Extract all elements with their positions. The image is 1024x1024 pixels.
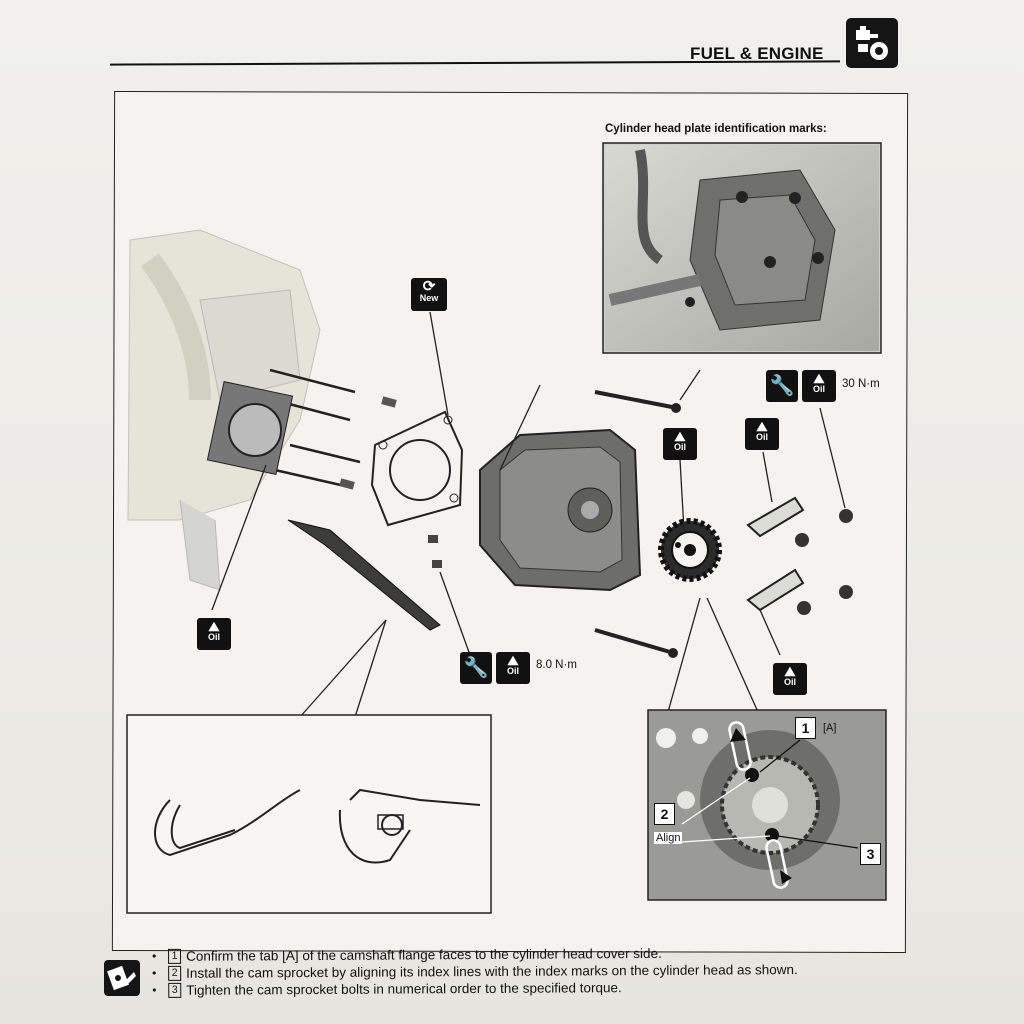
wrench-icon: 🔧 — [766, 370, 798, 402]
oil-can-icon: ⛰ Oil — [802, 370, 836, 402]
callout-3: 3 — [860, 843, 881, 865]
plate-photo-inset — [602, 142, 882, 354]
wrench-icon: 🔧 — [460, 652, 492, 684]
chain-guide-detail-inset — [126, 714, 492, 914]
callout-1: 1 — [795, 717, 816, 739]
note-number: 3 — [168, 982, 182, 998]
oil-can-icon: ⛰ Oil — [663, 428, 697, 460]
bullet-icon: • — [152, 982, 157, 997]
note-number: 2 — [168, 965, 182, 981]
bullet-icon: • — [152, 948, 157, 963]
note-number: 1 — [168, 948, 182, 964]
sprocket-alignment-inset — [647, 709, 887, 901]
torque-value-lower: 8.0 N·m — [536, 659, 577, 671]
nuts — [795, 509, 853, 615]
oil-can-icon: ⛰ Oil — [745, 418, 779, 450]
engine-section-icon — [846, 18, 898, 68]
tab-marker-label: [A] — [823, 722, 837, 734]
page-title: FUEL & ENGINE — [690, 44, 824, 63]
cam-sprocket — [658, 518, 722, 582]
cylinder-head-gasket — [370, 410, 464, 527]
replace-new-icon: ⟳ New — [411, 278, 447, 311]
service-note-icon — [104, 960, 140, 996]
procedure-notes: • 1 Confirm the tab [A] of the camshaft … — [152, 943, 912, 999]
align-label: Align — [654, 832, 683, 844]
torque-value-upper: 30 N·m — [842, 378, 880, 390]
oil-can-icon: ⛰ Oil — [197, 618, 231, 650]
camshaft-plates — [746, 496, 805, 612]
note-text: Tighten the cam sprocket bolts in numeri… — [186, 980, 622, 998]
cylinder-head — [479, 428, 642, 592]
oil-can-icon: ⛰ Oil — [496, 652, 530, 684]
oil-can-icon: ⛰ Oil — [773, 663, 807, 695]
bullet-icon: • — [152, 965, 157, 980]
callout-2: 2 — [654, 803, 675, 825]
plate-caption: Cylinder head plate identification marks… — [605, 123, 827, 135]
